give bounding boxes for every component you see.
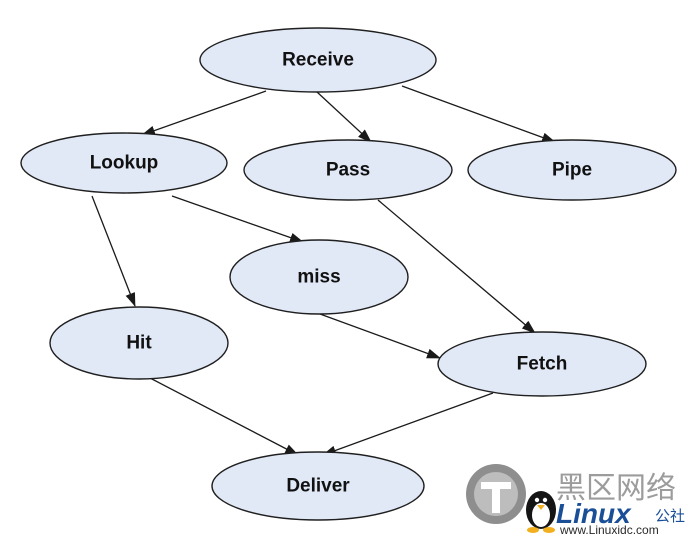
edge-fetch-deliver xyxy=(322,392,494,456)
node-fetch-label: Fetch xyxy=(517,354,568,375)
watermark: 黑区网络 Linux 公社 www.Linuxidc.com xyxy=(466,464,685,537)
watermark-brand-suffix: 公社 xyxy=(655,507,685,525)
watermark-url: www.Linuxidc.com xyxy=(559,523,659,537)
node-hit-shape xyxy=(49,306,229,380)
edge-hit-deliver xyxy=(149,377,299,456)
watermark-brand-text: Linux xyxy=(556,498,632,529)
node-receive-label: Receive xyxy=(282,50,354,71)
node-pass-shape xyxy=(243,139,453,201)
penguin-icon xyxy=(526,491,556,533)
edge-pass-fetch xyxy=(377,199,536,334)
node-lookup-shape xyxy=(20,132,228,194)
node-deliver-shape xyxy=(211,451,425,521)
edge-receive-pipe xyxy=(401,85,556,143)
edge-receive-pass xyxy=(316,91,372,143)
node-pipe: Pipe xyxy=(467,139,677,201)
node-deliver-label: Deliver xyxy=(286,476,350,497)
node-hit-label: Hit xyxy=(126,333,152,354)
node-miss: miss xyxy=(229,239,409,315)
node-receive: Receive xyxy=(199,27,437,93)
node-receive-shape xyxy=(199,27,437,93)
edge-lookup-hit xyxy=(91,195,136,307)
edge-lookup-miss xyxy=(171,195,304,243)
edges xyxy=(91,85,556,456)
node-pipe-shape xyxy=(467,139,677,201)
watermark-chinese-text: 黑区网络 xyxy=(556,471,676,506)
node-miss-label: miss xyxy=(297,267,340,288)
node-miss-shape xyxy=(229,239,409,315)
node-pipe-label: Pipe xyxy=(552,160,592,181)
node-deliver: Deliver xyxy=(211,451,425,521)
node-hit: Hit xyxy=(49,306,229,380)
node-pass-label: Pass xyxy=(326,160,370,181)
edge-receive-lookup xyxy=(141,90,267,136)
node-lookup-label: Lookup xyxy=(90,153,159,174)
node-pass: Pass xyxy=(243,139,453,201)
watermark-logo-icon xyxy=(466,464,526,524)
edge-miss-fetch xyxy=(319,313,441,359)
node-lookup: Lookup xyxy=(20,132,228,194)
node-fetch: Fetch xyxy=(437,331,647,397)
node-fetch-shape xyxy=(437,331,647,397)
